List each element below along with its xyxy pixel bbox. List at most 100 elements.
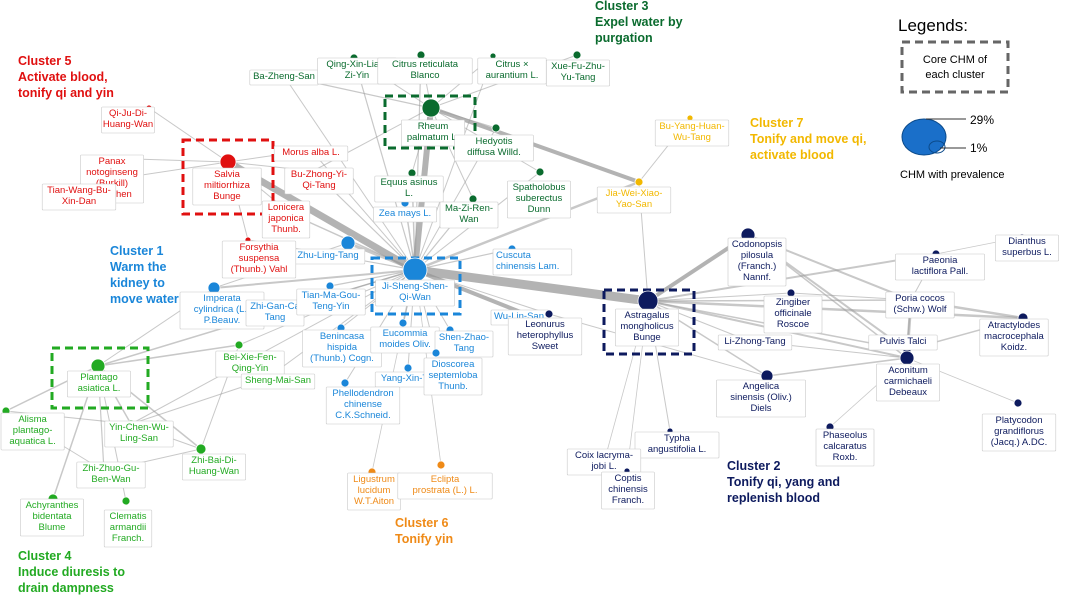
- node-label-line: Citrus reticulata: [392, 59, 459, 70]
- node-zzgb[interactable]: Zhi-Zhuo-Gu-Ben-Wan: [76, 461, 146, 489]
- node-zlt[interactable]: Zhu-Ling-Tang: [290, 235, 366, 265]
- node-sms[interactable]: Sheng-Mai-San: [240, 373, 316, 390]
- node-bubble[interactable]: [234, 340, 244, 350]
- node-bubble[interactable]: [634, 177, 644, 187]
- node-bubble[interactable]: [403, 363, 413, 373]
- legend-pct-high: 29%: [970, 113, 994, 127]
- node-qjdh[interactable]: Qi-Ju-Di-Huang-Wan: [101, 104, 155, 134]
- node-label-bg: [895, 253, 985, 281]
- node-bubble[interactable]: [398, 318, 408, 328]
- cluster-label-line: Cluster 2: [727, 459, 781, 473]
- node-label-line: officinale: [774, 308, 811, 319]
- node-label-line: suberectus: [516, 193, 563, 204]
- node-mora[interactable]: Morus alba L.: [273, 145, 349, 162]
- node-zmsl[interactable]: Zea mays L.: [373, 198, 437, 223]
- node-label-line: Ji-Sheng-Shen-: [382, 281, 448, 292]
- node-bzyq[interactable]: Bu-Zhong-Yi-Qi-Tang: [284, 167, 354, 195]
- node-twbx[interactable]: Tian-Wang-Bu-Xin-Dan: [41, 183, 117, 211]
- node-bubble[interactable]: [572, 50, 582, 60]
- node-qxlzy[interactable]: Qing-Xin-Lian-Zi-Yin: [317, 53, 397, 85]
- node-bubble[interactable]: [195, 443, 207, 455]
- node-lzt[interactable]: Li-Zhong-Tang: [717, 334, 793, 351]
- node-bubble[interactable]: [436, 460, 446, 470]
- node-label-bg: [727, 237, 787, 287]
- core-box-c5: [181, 138, 275, 216]
- edge-jssqw-citr: [414, 54, 422, 271]
- node-pult[interactable]: Pulvis Talci: [868, 334, 938, 355]
- node-bubble[interactable]: [402, 257, 428, 283]
- node-label-line: Alisma: [18, 414, 47, 425]
- node-bubble[interactable]: [340, 378, 350, 388]
- node-label-bg: [979, 318, 1049, 357]
- cluster-label-line: Warm the: [110, 260, 167, 274]
- node-mzrw[interactable]: Ma-Zi-Ren-Wan: [439, 194, 499, 229]
- node-ycwl[interactable]: Yin-Chen-Wu-Ling-San: [104, 419, 174, 448]
- node-bubble[interactable]: [340, 235, 356, 251]
- node-label-line: Panax: [99, 156, 126, 167]
- node-bubble[interactable]: [637, 290, 659, 312]
- node-label-line: aquatica L.: [9, 436, 55, 447]
- node-bzs[interactable]: Ba-Zheng-San: [249, 69, 319, 86]
- node-bubble[interactable]: [544, 309, 554, 319]
- node-jssqw[interactable]: Ji-Sheng-Shen-Qi-Wan: [375, 257, 455, 307]
- node-label-line: Zi-Yin: [345, 70, 369, 81]
- edge-jssqw-ycwl: [130, 269, 416, 425]
- node-szt[interactable]: Shen-Zhao-Tang: [434, 325, 494, 358]
- node-bubble[interactable]: [491, 123, 501, 133]
- node-label-line: macrocephala: [984, 331, 1044, 342]
- node-bubble[interactable]: [121, 496, 131, 506]
- node-byhw[interactable]: Bu-Yang-Huan-Wu-Tang: [654, 114, 730, 147]
- node-bubble[interactable]: [421, 98, 441, 118]
- node-xfzyt[interactable]: Xue-Fu-Zhu-Yu-Tang: [546, 50, 610, 87]
- node-cita[interactable]: Citrus ×aurantium L.: [477, 52, 547, 85]
- node-bubble[interactable]: [899, 350, 915, 366]
- node-label-line: Leonurus: [525, 319, 565, 330]
- node-jwxy[interactable]: Jia-Wei-Xiao-Yao-San: [596, 177, 672, 214]
- node-pori[interactable]: Poria cocos(Schw.) Wolf: [885, 291, 955, 319]
- node-bubble[interactable]: [535, 167, 545, 177]
- node-bubble[interactable]: [431, 348, 441, 358]
- node-tmgt[interactable]: Tian-Ma-Gou-Teng-Yin: [296, 281, 366, 316]
- node-bubble[interactable]: [1013, 398, 1023, 408]
- node-zbdh[interactable]: Zhi-Bai-Di-Huang-Wan: [182, 443, 246, 481]
- node-bubble[interactable]: [219, 153, 237, 171]
- node-label-line: jobi L.: [590, 461, 616, 472]
